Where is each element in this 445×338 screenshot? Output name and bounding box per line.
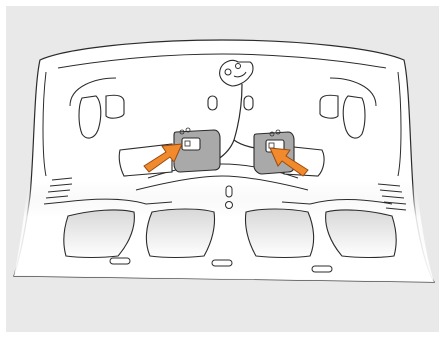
figure-panel bbox=[6, 6, 439, 332]
trunk-lid-diagram bbox=[6, 6, 439, 332]
lower-pocket-2 bbox=[146, 209, 214, 258]
left-upper-slot bbox=[79, 96, 101, 138]
left-connector-pad bbox=[174, 130, 220, 172]
lower-pocket-3 bbox=[245, 209, 313, 258]
right-upper-slot bbox=[343, 96, 365, 138]
